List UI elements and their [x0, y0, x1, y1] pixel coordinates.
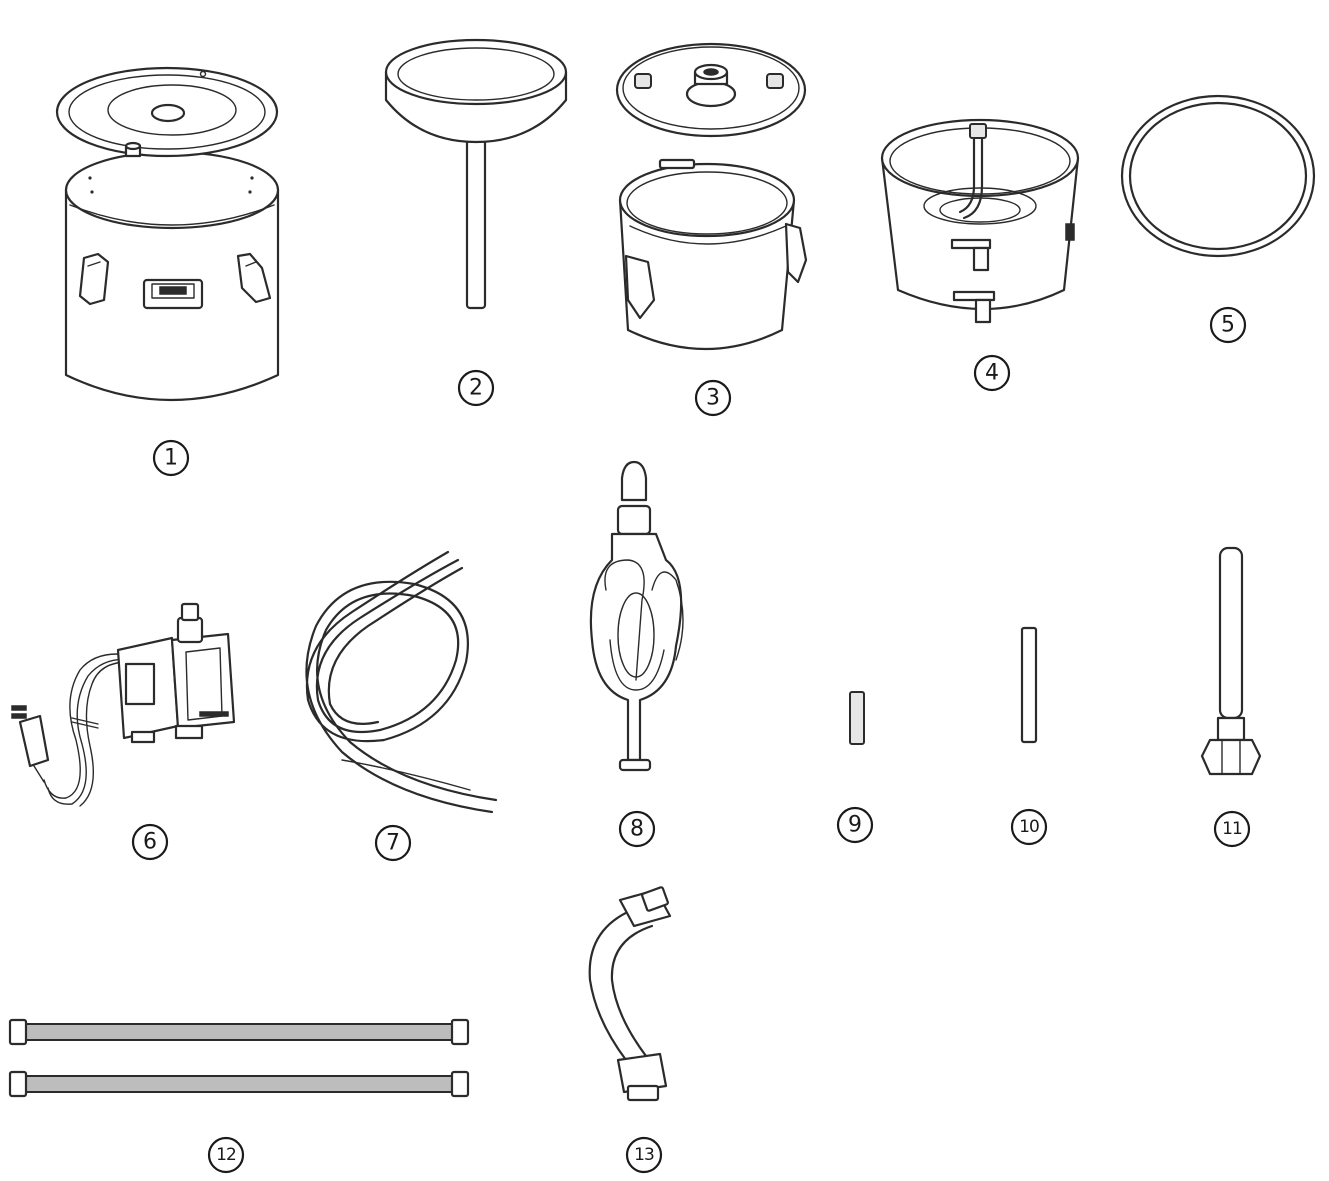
part-7-hose-coil	[305, 550, 498, 814]
part-8-airlock	[589, 460, 684, 772]
part-13-bent-pipe	[588, 886, 672, 1102]
label-3: 3	[694, 379, 732, 417]
label-2-text: 2	[469, 376, 483, 401]
label-6-text: 6	[143, 830, 157, 855]
label-5-text: 5	[1221, 313, 1235, 338]
label-9: 9	[836, 806, 874, 844]
label-6: 6	[131, 823, 169, 861]
label-8: 8	[618, 810, 656, 848]
label-9-text: 9	[848, 813, 862, 838]
part-5-gasket-ring	[1120, 94, 1316, 258]
label-10-text: 10	[1019, 817, 1039, 837]
label-4-text: 4	[985, 361, 999, 386]
label-4: 4	[973, 354, 1011, 392]
label-11-text: 11	[1222, 819, 1242, 839]
label-13: 13	[625, 1136, 663, 1174]
label-5: 5	[1209, 306, 1247, 344]
label-13-text: 13	[634, 1145, 654, 1165]
label-1: 1	[152, 439, 190, 477]
label-12: 12	[207, 1136, 245, 1174]
part-2-stirrer-plate	[384, 38, 568, 310]
part-12-rods	[8, 1018, 470, 1098]
part-3-lid-and-bowl	[615, 42, 808, 350]
label-7: 7	[374, 824, 412, 862]
part-4-valve-bowl	[880, 118, 1080, 324]
label-10: 10	[1010, 808, 1048, 846]
part-9-short-pin	[849, 691, 865, 745]
part-1-pot	[55, 66, 280, 402]
label-7-text: 7	[386, 831, 400, 856]
label-3-text: 3	[706, 386, 720, 411]
label-12-text: 12	[216, 1145, 236, 1165]
label-11: 11	[1213, 810, 1251, 848]
part-11-probe	[1200, 546, 1262, 776]
part-6-water-pump	[11, 602, 236, 807]
label-2: 2	[457, 369, 495, 407]
part-10-long-pin	[1020, 626, 1038, 744]
label-1-text: 1	[164, 446, 178, 471]
label-8-text: 8	[630, 817, 644, 842]
